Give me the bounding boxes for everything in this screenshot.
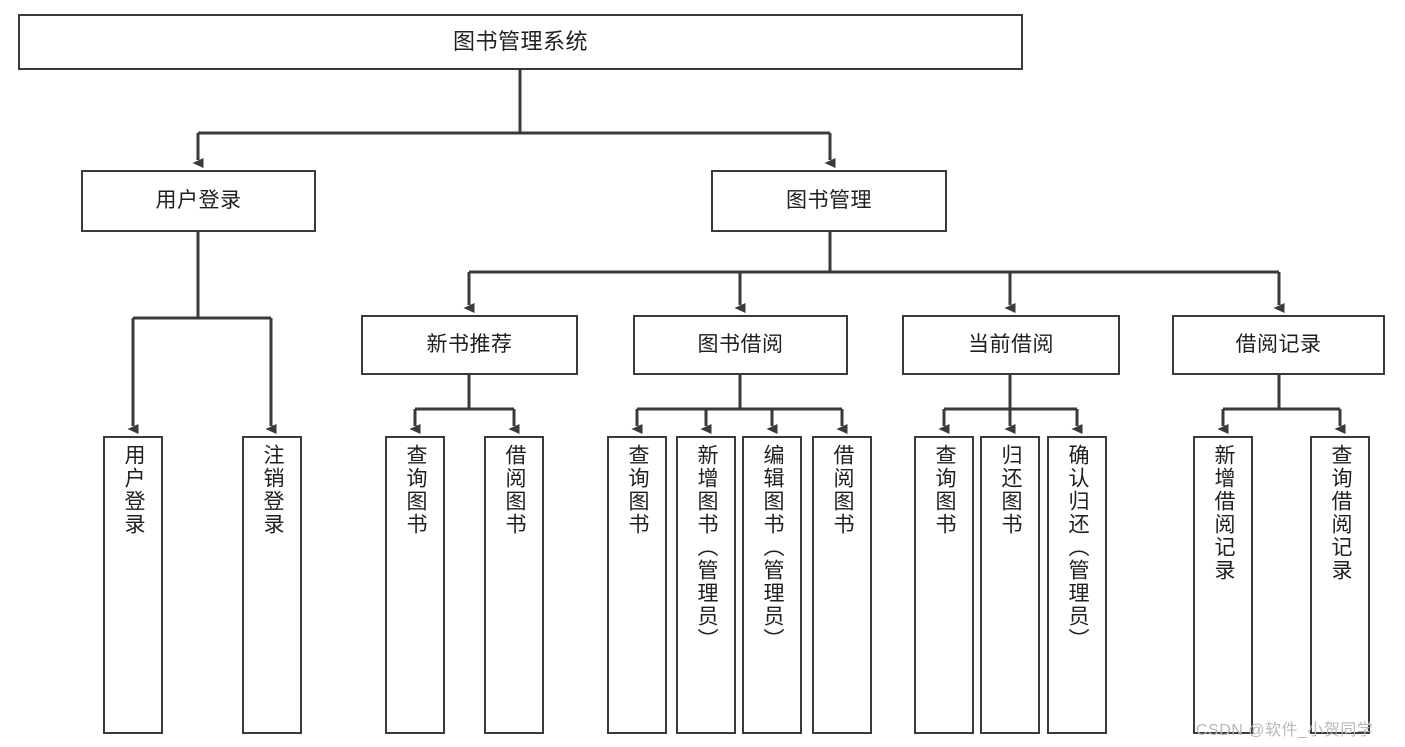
node-label: 确认归还（管理员） bbox=[1066, 444, 1090, 651]
node-leaf-query-record[interactable]: 查询借阅记录 bbox=[1310, 436, 1370, 734]
node-current-borrow[interactable]: 当前借阅 bbox=[902, 315, 1120, 375]
node-leaf-borrow-book-1[interactable]: 借阅图书 bbox=[484, 436, 544, 734]
node-leaf-edit-book[interactable]: 编辑图书（管理员） bbox=[742, 436, 802, 734]
node-label: 借阅图书 bbox=[831, 444, 855, 536]
csdn-watermark: CSDN @软件_小贺同学 bbox=[1196, 722, 1374, 739]
node-leaf-query-book-3[interactable]: 查询图书 bbox=[914, 436, 974, 734]
node-label: 新增图书（管理员） bbox=[695, 444, 719, 651]
node-label: 图书管理 bbox=[786, 188, 872, 212]
node-label: 归还图书 bbox=[999, 444, 1023, 536]
node-label: 图书借阅 bbox=[697, 332, 784, 356]
node-label: 查询图书 bbox=[626, 444, 650, 536]
node-label: 新书推荐 bbox=[426, 332, 513, 356]
node-new-book-recommend[interactable]: 新书推荐 bbox=[361, 315, 578, 375]
node-leaf-return-book[interactable]: 归还图书 bbox=[980, 436, 1040, 734]
node-label: 新增借阅记录 bbox=[1212, 444, 1236, 582]
node-label: 借阅记录 bbox=[1235, 332, 1322, 356]
node-borrow-record[interactable]: 借阅记录 bbox=[1172, 315, 1385, 375]
node-label: 注销登录 bbox=[261, 444, 285, 536]
node-label: 图书管理系统 bbox=[452, 29, 588, 55]
node-label: 查询借阅记录 bbox=[1329, 444, 1353, 582]
node-leaf-logout-login[interactable]: 注销登录 bbox=[242, 436, 302, 734]
node-label: 查询图书 bbox=[404, 444, 428, 536]
node-label: 当前借阅 bbox=[968, 332, 1054, 356]
node-leaf-borrow-book-2[interactable]: 借阅图书 bbox=[812, 436, 872, 734]
node-label: 用户登录 bbox=[122, 444, 146, 536]
node-user-login[interactable]: 用户登录 bbox=[81, 170, 316, 232]
node-book-management[interactable]: 图书管理 bbox=[711, 170, 947, 232]
node-leaf-user-login[interactable]: 用户登录 bbox=[103, 436, 163, 734]
node-leaf-confirm-return[interactable]: 确认归还（管理员） bbox=[1047, 436, 1107, 734]
node-label: 编辑图书（管理员） bbox=[761, 444, 785, 651]
node-root-system[interactable]: 图书管理系统 bbox=[18, 14, 1023, 70]
node-label: 用户登录 bbox=[155, 188, 242, 212]
node-book-borrow[interactable]: 图书借阅 bbox=[633, 315, 848, 375]
node-label: 查询图书 bbox=[933, 444, 957, 536]
node-label: 借阅图书 bbox=[503, 444, 527, 536]
node-leaf-add-record[interactable]: 新增借阅记录 bbox=[1193, 436, 1253, 734]
node-leaf-add-book[interactable]: 新增图书（管理员） bbox=[676, 436, 736, 734]
node-leaf-query-book-1[interactable]: 查询图书 bbox=[385, 436, 445, 734]
node-leaf-query-book-2[interactable]: 查询图书 bbox=[607, 436, 667, 734]
